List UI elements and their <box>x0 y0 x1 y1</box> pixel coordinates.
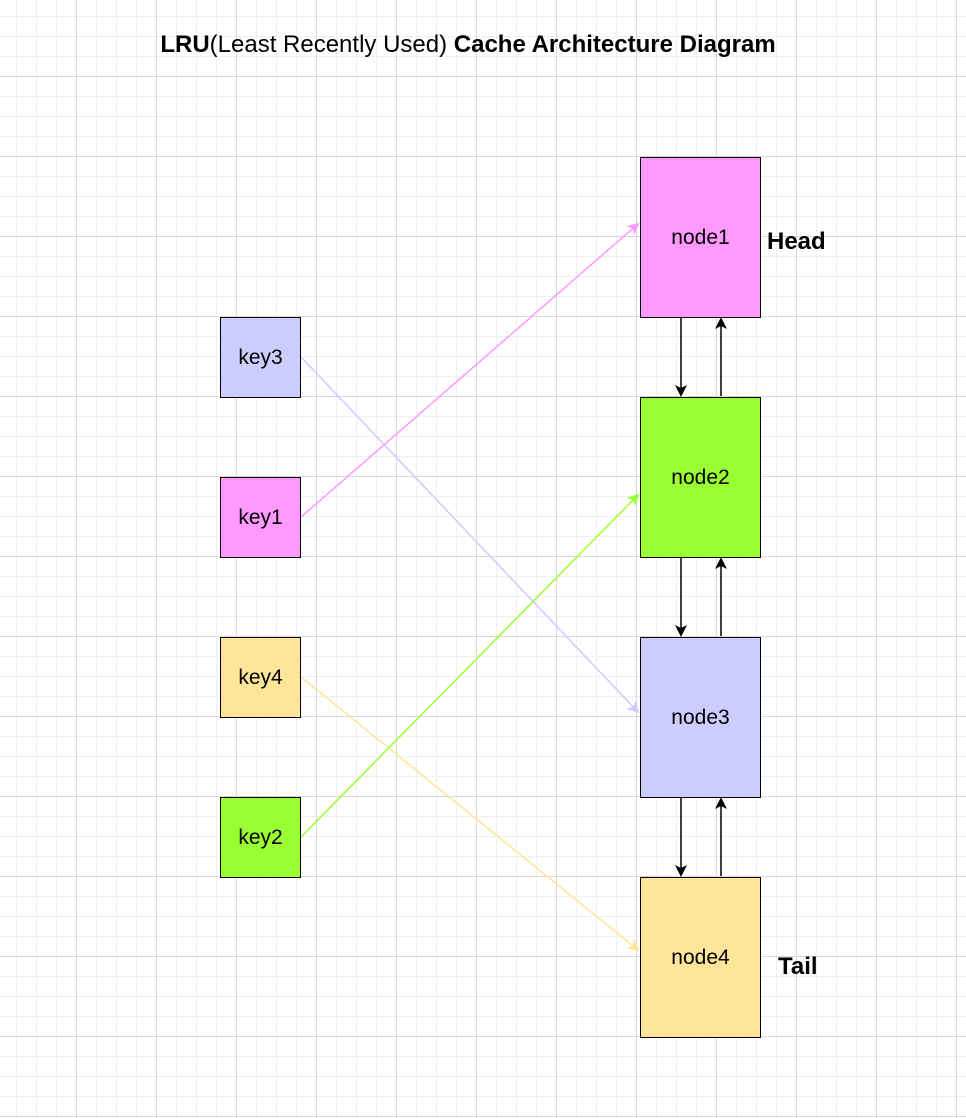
title-part-lru: LRU <box>160 31 210 58</box>
title-part-expansion: (Least Recently Used) <box>209 31 448 58</box>
arrow-key1-to-node1 <box>300 222 640 518</box>
title-part-rest: Cache Architecture Diagram <box>447 31 776 58</box>
key-label: key1 <box>238 505 283 529</box>
key-box-key1: key1 <box>220 477 301 558</box>
key-box-key3: key3 <box>220 317 301 398</box>
tail-label: Tail <box>778 953 818 980</box>
arrow-key3-to-node3 <box>300 356 640 714</box>
key-box-key2: key2 <box>220 797 301 878</box>
key-label: key3 <box>238 345 283 369</box>
node-label: node1 <box>671 225 730 249</box>
key-box-key4: key4 <box>220 637 301 718</box>
key-label: key2 <box>238 825 283 849</box>
node-box-node1: node1 <box>640 157 761 318</box>
key-label: key4 <box>238 665 283 689</box>
arrow-key2-to-node2 <box>300 493 640 838</box>
node-box-node4: node4 <box>640 877 761 1038</box>
node-label: node3 <box>671 705 730 729</box>
head-label: Head <box>767 228 826 255</box>
arrow-key4-to-node4 <box>300 676 640 952</box>
diagram-title: LRU(Least Recently Used) Cache Architect… <box>0 31 936 59</box>
node-box-node2: node2 <box>640 397 761 558</box>
node-label: node4 <box>671 945 730 969</box>
node-label: node2 <box>671 465 730 489</box>
node-box-node3: node3 <box>640 637 761 798</box>
